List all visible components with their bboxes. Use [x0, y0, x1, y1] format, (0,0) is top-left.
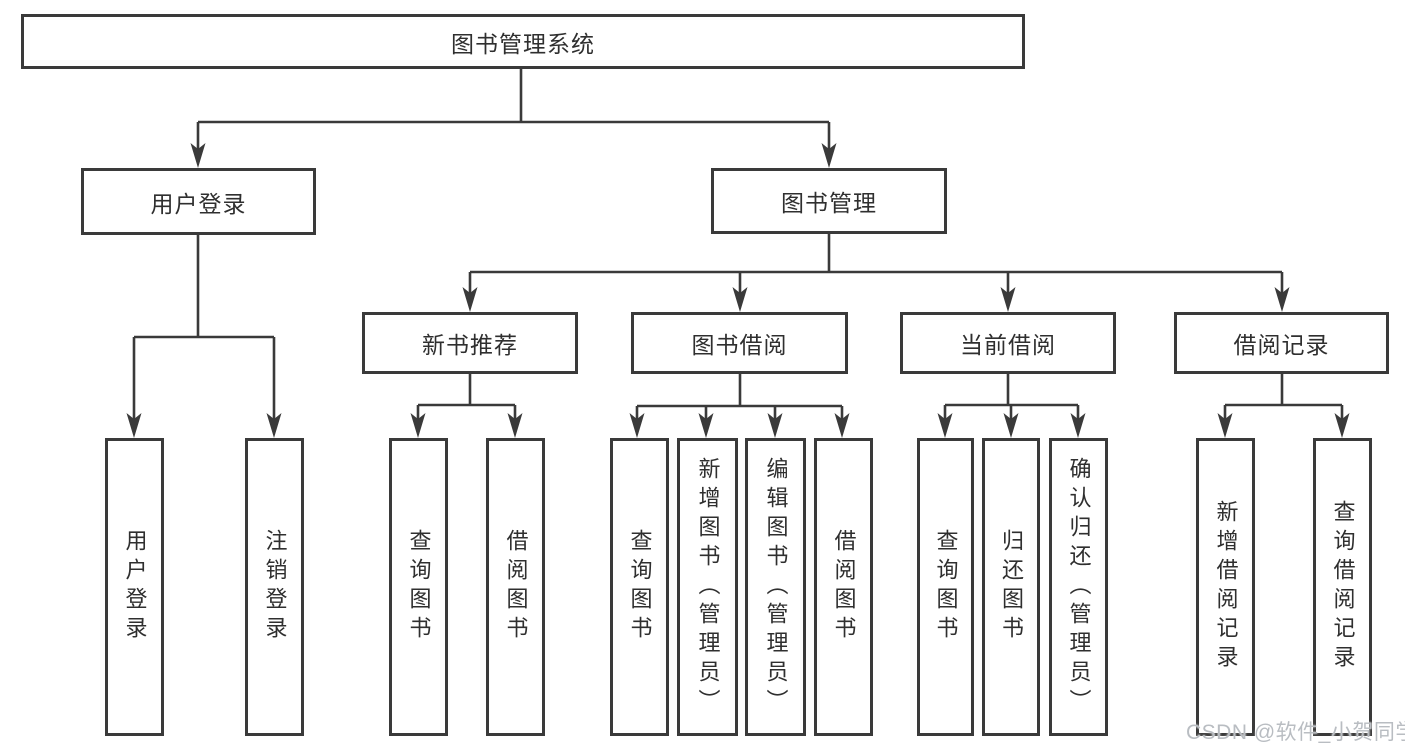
leaf-add-book-admin: 新增图书（管理员） [677, 438, 738, 736]
leaf-query-books-2: 查询图书 [610, 438, 669, 736]
leaf-confirm-return-admin: 确认归还（管理员） [1049, 438, 1108, 736]
leaf-user-login: 用户登录 [105, 438, 164, 736]
node-library-management-system: 图书管理系统 [21, 14, 1025, 69]
leaf-query-borrow-record: 查询借阅记录 [1313, 438, 1372, 736]
leaf-borrow-books-1: 借阅图书 [486, 438, 545, 736]
node-book-management: 图书管理 [711, 168, 947, 234]
node-current-borrowing: 当前借阅 [900, 312, 1116, 374]
leaf-logout: 注销登录 [245, 438, 304, 736]
leaf-query-books-3: 查询图书 [917, 438, 974, 736]
node-book-borrowing: 图书借阅 [631, 312, 848, 374]
leaf-borrow-books-2: 借阅图书 [814, 438, 873, 736]
leaf-return-books: 归还图书 [982, 438, 1040, 736]
node-user-login: 用户登录 [81, 168, 316, 235]
leaf-add-borrow-record: 新增借阅记录 [1196, 438, 1255, 736]
leaf-query-books-1: 查询图书 [389, 438, 448, 736]
node-borrow-records: 借阅记录 [1174, 312, 1389, 374]
leaf-edit-book-admin: 编辑图书（管理员） [745, 438, 806, 736]
csdn-watermark: CSDN @软件_小贺同学 [1186, 721, 1405, 744]
node-new-book-recommend: 新书推荐 [362, 312, 578, 374]
